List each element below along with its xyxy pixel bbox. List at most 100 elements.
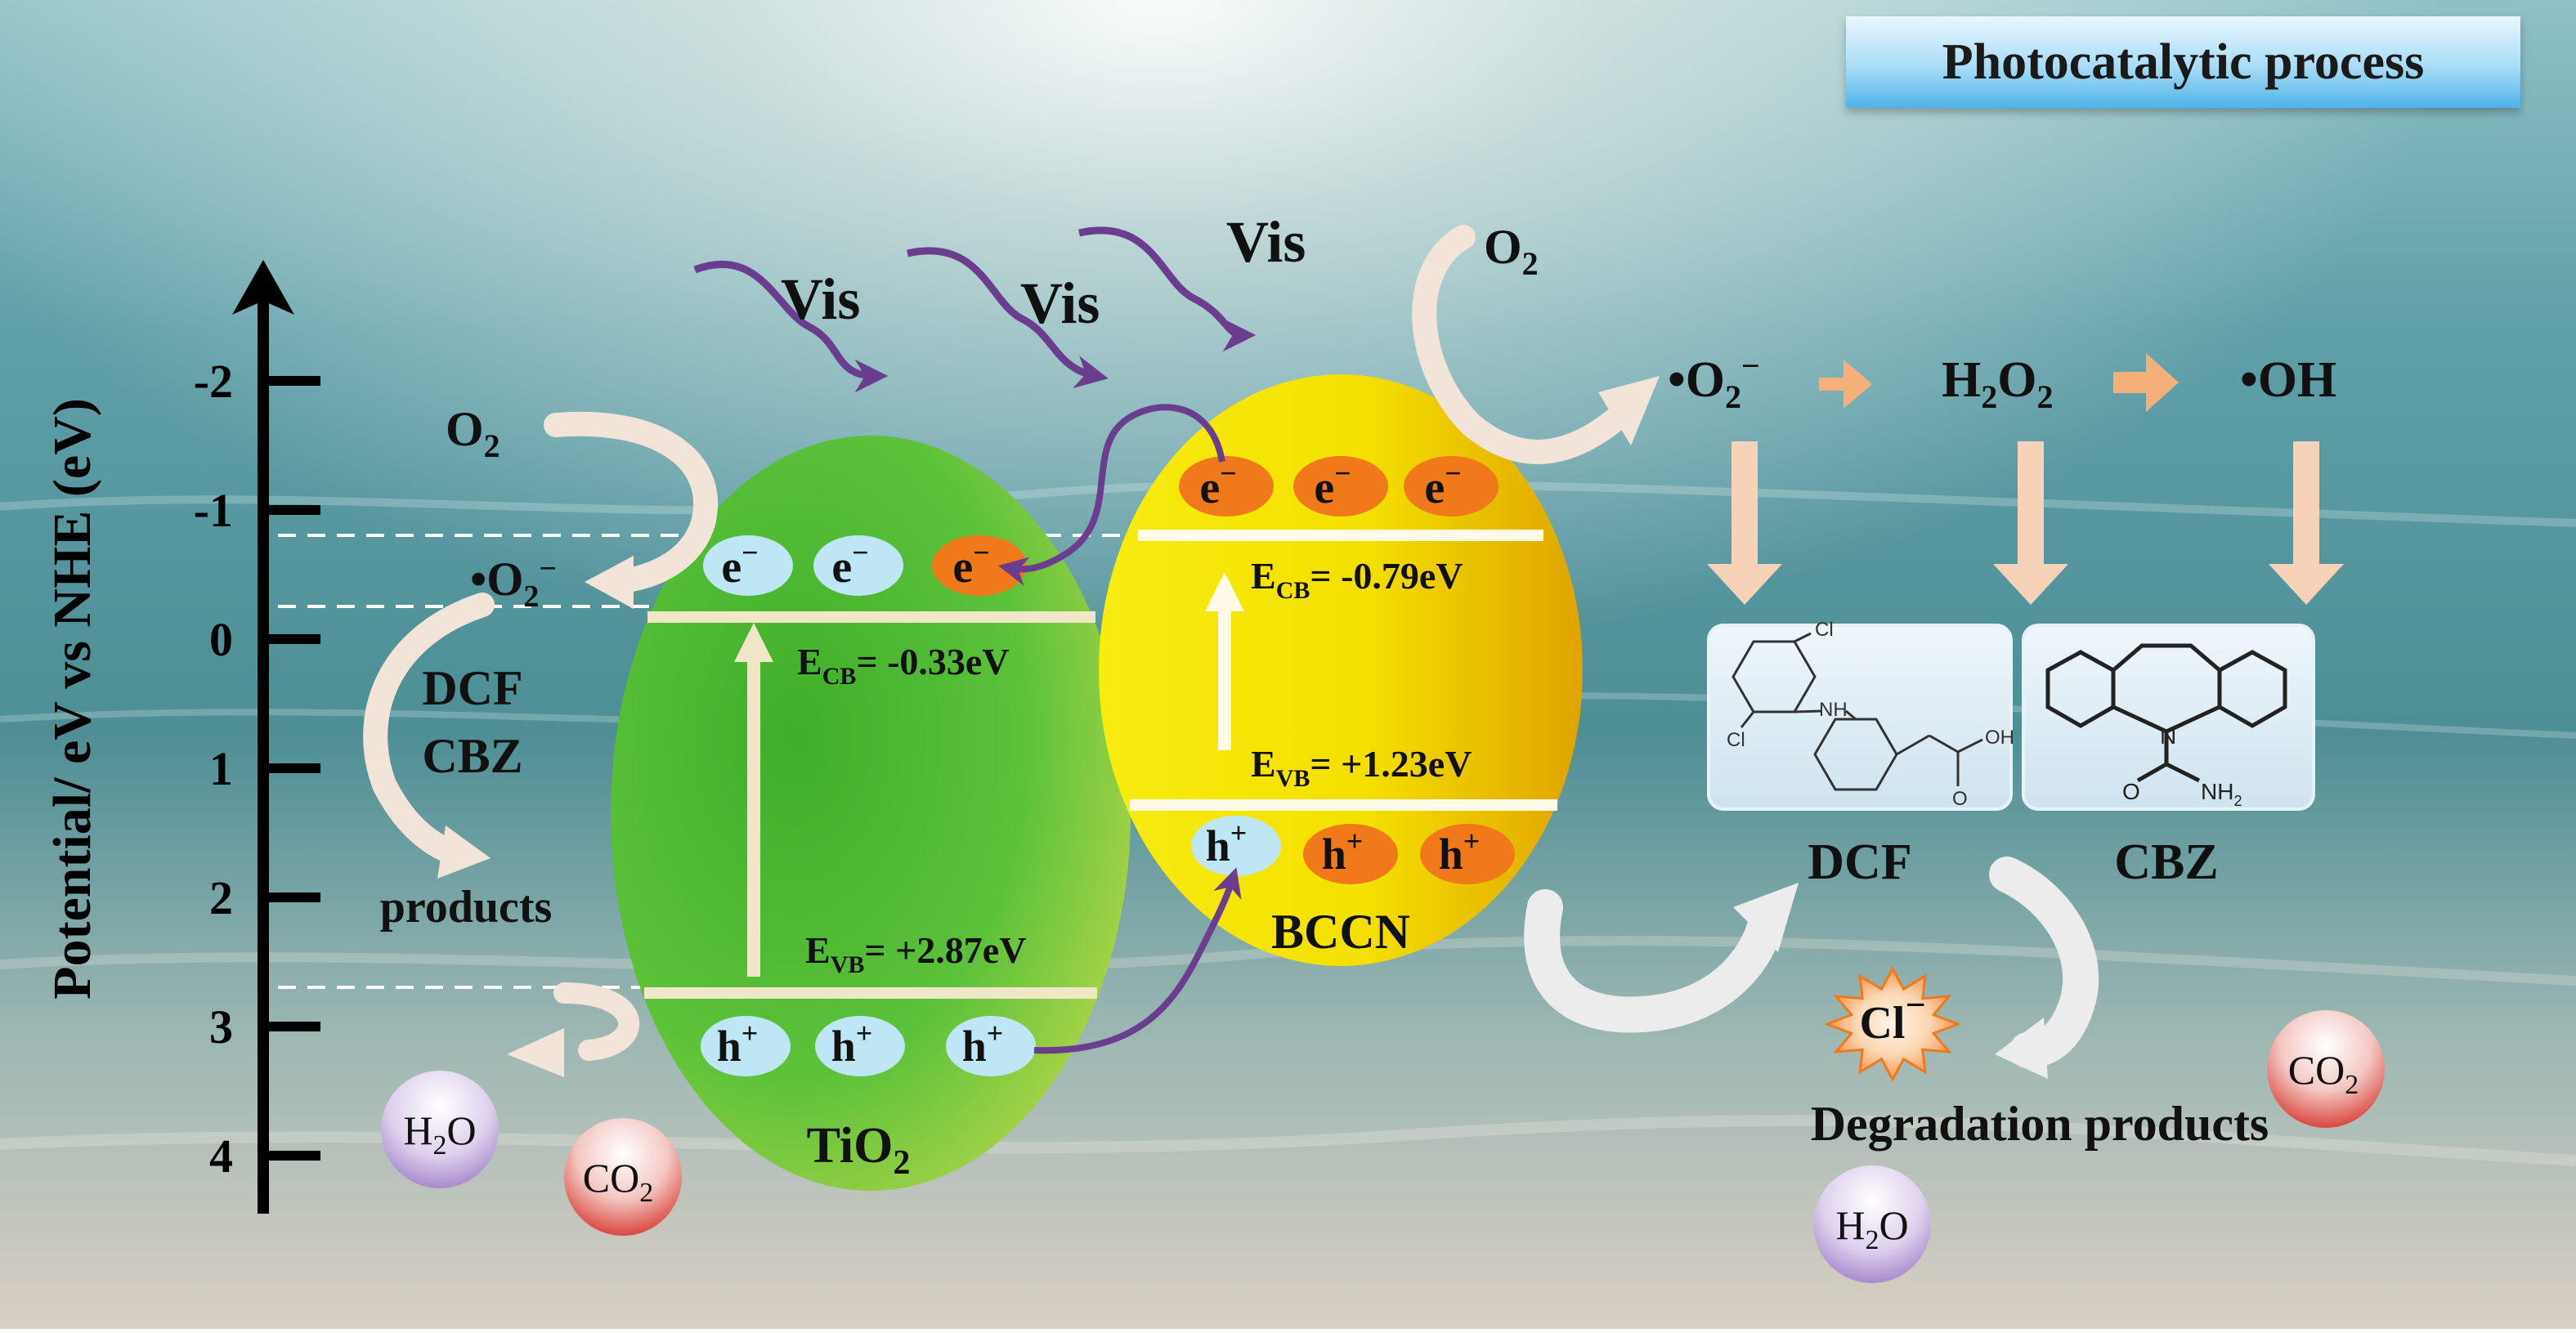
tio2-hole-label-2: h+	[831, 1017, 873, 1071]
chloride-starburst	[1823, 965, 1962, 1083]
left-h2o-bubble	[381, 1071, 499, 1188]
axis-label: Potential/ eV vs NHE (eV)	[43, 398, 102, 1000]
tio2-ellipse	[611, 436, 1131, 1191]
cbz-atom-o: O	[2122, 779, 2140, 804]
vis-arrow-2	[907, 247, 1109, 389]
axis-tick-label-5: 3	[209, 1000, 233, 1053]
left-o2-reduction-arrowhead	[585, 556, 634, 609]
right-o2-reduction-arrow	[1412, 225, 1631, 464]
axis-ticks: -2 -1 0 1 2 3 4	[194, 355, 320, 1183]
bccn-hole-3	[1420, 824, 1515, 884]
axis-tick-label-4: 2	[209, 871, 233, 924]
bccn-electron-2	[1293, 456, 1388, 517]
left-co2-bubble	[564, 1118, 682, 1236]
right-co2-bubble	[2267, 1010, 2385, 1128]
chloride-label: Cl−	[1859, 985, 1925, 1049]
left-dcf-label: DCF	[422, 661, 522, 715]
tio2-electron-label-3: e−	[952, 536, 989, 593]
bccn-ecb-label: ECB= -0.79eV	[1251, 555, 1463, 604]
right-o2-label: O2	[1484, 220, 1539, 282]
axis-tick-label-2: 0	[209, 613, 233, 666]
tio2-hole-1	[701, 1016, 791, 1076]
right-h2o-label: H2O	[1835, 1202, 1908, 1255]
right-co2-label: CO2	[2288, 1047, 2359, 1100]
bccn-hole-label-2: h+	[1322, 825, 1364, 879]
right-o2-reduction-arrowhead	[1598, 376, 1660, 445]
left-o2-label: O2	[446, 402, 500, 464]
left-h2o-label: H2O	[403, 1107, 476, 1161]
axis-tick-label-6: 4	[209, 1129, 233, 1183]
tio2-hole-label-1: h+	[717, 1017, 759, 1071]
visible-light-arrows	[693, 226, 1257, 393]
left-degradation-arrow	[363, 593, 495, 866]
bccn-particle: e− e− e− ECB= -0.79eV EVB= +1.23eV h+ h+…	[1099, 374, 1583, 966]
tio2-electron-label-2: e−	[831, 536, 868, 593]
right-h2o-bubble	[1813, 1165, 1931, 1283]
axis-tick-label-3: 1	[209, 742, 233, 795]
superoxide-attack-arrow	[1707, 441, 1782, 605]
cbz-structure-box	[2022, 624, 2315, 811]
dcf-atom-cl-1: Cl	[1815, 619, 1834, 641]
hydroxyl-attack-arrow	[2269, 441, 2344, 605]
dcf-atom-cl-2: Cl	[1727, 729, 1745, 751]
bccn-name: BCCN	[1271, 905, 1410, 959]
tio2-name: TiO2	[807, 1118, 911, 1182]
dcf-structure-drawing	[1732, 632, 1983, 791]
tio2-evb-label: EVB= +2.87eV	[805, 929, 1026, 978]
tio2-excitation-arrowhead	[734, 623, 773, 662]
left-co2-label: CO2	[583, 1155, 653, 1208]
bccn-to-dcf-arrow	[1524, 889, 1784, 1033]
cbz-atom-n: N	[2160, 723, 2176, 749]
left-degradation-arrowhead	[437, 825, 491, 879]
h2o2-label: H2O2	[1942, 352, 2053, 415]
vis-arrow-3	[1078, 226, 1257, 352]
electron-transfer-arrow	[997, 404, 1225, 586]
attack-arrows	[1707, 441, 2344, 605]
tio2-electron-1	[703, 535, 793, 596]
tio2-hole-3	[946, 1016, 1036, 1076]
axis-tick-label-0: -2	[194, 355, 233, 408]
bccn-hole-2	[1303, 824, 1398, 884]
to-degradation-arrowhead	[1995, 1018, 2048, 1079]
tio2-electron-2	[813, 535, 903, 596]
axis-arrowhead	[232, 260, 294, 315]
charge-transfer-arrows	[997, 404, 1242, 1054]
bccn-electron-label-1: e−	[1199, 457, 1236, 513]
bccn-excitation-arrowhead	[1205, 572, 1244, 611]
h2o2-to-oh-arrow	[2113, 353, 2179, 412]
left-hole-oxidation-arrowhead	[507, 1028, 564, 1077]
tio2-electron-label-1: e−	[721, 536, 758, 593]
bccn-evb-label: EVB= +1.23eV	[1251, 743, 1472, 792]
left-products-label: products	[380, 882, 553, 933]
vis-label-2: Vis	[1020, 271, 1100, 336]
degradation-products-label: Degradation products	[1811, 1097, 2269, 1151]
left-o2-reduction-arrow	[544, 411, 719, 594]
bccn-hole-label-3: h+	[1439, 825, 1481, 879]
bccn-electron-1	[1179, 456, 1274, 517]
dcf-atom-nh: NH	[1819, 699, 1848, 721]
left-hole-oxidation-arrow	[553, 982, 640, 1061]
tio2-hole-label-3: h+	[962, 1017, 1004, 1071]
bccn-hole-1	[1191, 816, 1281, 876]
dcf-atom-oh: OH	[1985, 727, 2014, 749]
to-degradation-arrow	[1989, 857, 2099, 1068]
bccn-electron-3	[1404, 456, 1499, 517]
left-process: O2 •O2− DCF CBZ products H2O CO2	[363, 402, 719, 1236]
bccn-hole-label-1: h+	[1206, 816, 1248, 870]
right-process: O2 •O2− H2O2 •OH Cl NH Cl OH	[1412, 220, 2385, 1283]
hydroxyl-label: •OH	[2240, 352, 2336, 408]
bccn-electron-label-2: e−	[1314, 457, 1351, 513]
axis-tick-label-1: -1	[194, 484, 233, 537]
left-cbz-label: CBZ	[422, 729, 522, 783]
cbz-structure-drawing	[2045, 643, 2287, 783]
right-dcf-label: DCF	[1808, 834, 1911, 890]
h2o2-attack-arrow	[1993, 441, 2068, 605]
bccn-to-dcf-arrowhead	[1733, 883, 1799, 952]
right-cbz-label: CBZ	[2114, 834, 2218, 890]
dcf-structure-box	[1707, 624, 2013, 811]
hole-transfer-arrow	[1033, 867, 1242, 1054]
tio2-ecb-label: ECB= -0.33eV	[797, 641, 1010, 690]
vis-label-1: Vis	[781, 266, 860, 332]
